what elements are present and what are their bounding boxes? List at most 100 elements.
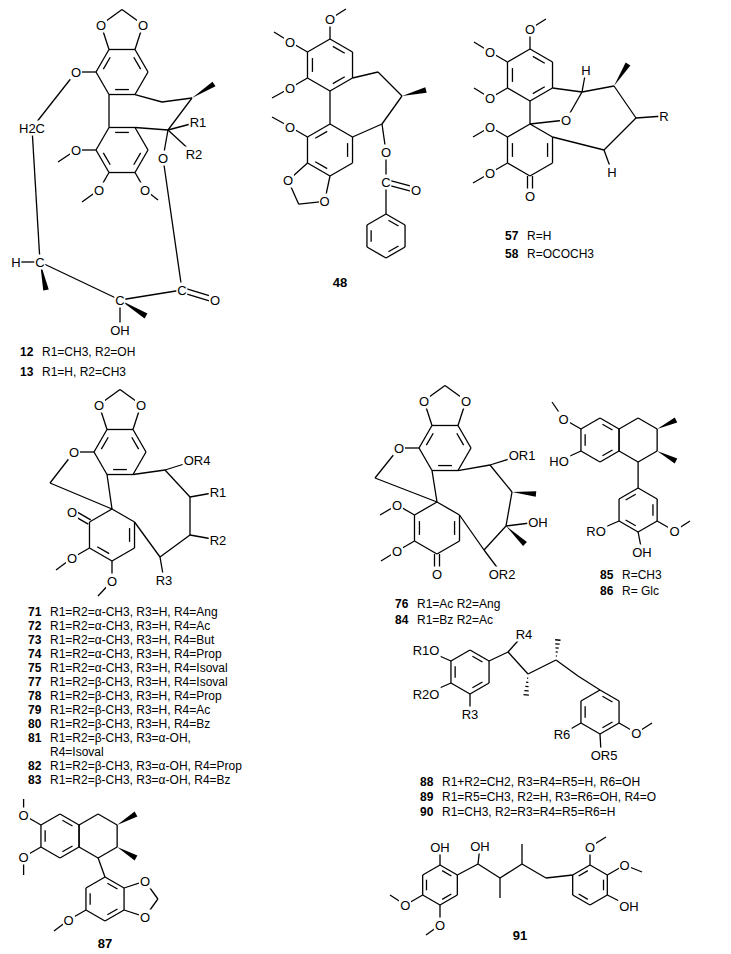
bond-line (460, 515, 484, 550)
bond-line (414, 502, 437, 515)
bond-line (386, 247, 405, 258)
bond-line (89, 893, 90, 905)
atom-label: O (584, 840, 596, 855)
bond-line (522, 864, 546, 878)
bond-line (526, 682, 528, 683)
compound-number: 71 (28, 606, 41, 618)
substituent-note: R1=R2=α-CH3, R3=H, R4=Isoval (50, 662, 228, 674)
compound-number: 78 (28, 690, 41, 702)
bond-line (458, 465, 490, 471)
compound-number: 88 (420, 776, 433, 788)
bond-line (555, 647, 558, 649)
compound-number: 72 (28, 620, 41, 632)
bond-line (107, 474, 133, 475)
atom-label: C (34, 255, 45, 270)
bond-line (507, 49, 530, 62)
compound-number: 13 (20, 366, 33, 378)
bond-line (454, 521, 455, 535)
bond-line (507, 163, 530, 176)
atom-label: O (431, 567, 443, 582)
bond-line (533, 87, 545, 94)
atom-label: O (558, 412, 570, 427)
bond-line (619, 521, 638, 532)
atom-label: OH (527, 515, 549, 530)
bond-line (652, 504, 653, 516)
substituent-note: R1=H, R2=CH3 (42, 366, 126, 378)
bond-line (638, 488, 657, 499)
bond-line (105, 910, 124, 921)
bond-line (134, 522, 135, 548)
bond-line (133, 470, 165, 475)
bond-line (94, 429, 107, 452)
atom-label: O (460, 393, 472, 408)
bond-line (454, 666, 455, 678)
bond-line (307, 137, 308, 163)
bond-line (40, 825, 41, 847)
bond-line (555, 639, 560, 641)
substituent-note: R1=R2=α-CH3, R3=H, R4=But (50, 634, 214, 646)
bond-line (366, 225, 367, 247)
substituent-note: R=CH3 (622, 569, 662, 581)
wedge-bond (192, 82, 216, 98)
bond-line (86, 877, 105, 888)
bond-line (437, 502, 460, 515)
bond-line (382, 96, 402, 124)
compound-number: 80 (28, 718, 41, 730)
atom-label: O (619, 858, 631, 873)
bond-line (50, 483, 112, 509)
wedge-bond (117, 847, 137, 860)
atom-label: O (484, 166, 496, 181)
substituent-note: R1=R2=β-CH3, R3=H, R4=Prop (50, 690, 222, 702)
bond-line (423, 865, 440, 875)
bond-line (41, 847, 60, 858)
compound-number: 48 (332, 275, 348, 290)
atom-label: R1 (189, 115, 208, 130)
bond-line (107, 909, 117, 915)
bond-line (618, 429, 619, 451)
bond-line (432, 471, 437, 502)
bond-line (62, 820, 72, 826)
bond-line (86, 910, 105, 921)
wedge-bond (402, 87, 427, 96)
atom-label: O (484, 45, 496, 60)
bond-line (484, 526, 506, 550)
substituent-note: R1=R2=β-CH3, R3=α-OH, (50, 732, 191, 744)
bond-line (352, 52, 353, 78)
bond-line (367, 214, 386, 225)
bond-line (572, 875, 573, 895)
bond-line (581, 418, 600, 429)
bond-line (521, 844, 522, 864)
atom-label: O (484, 120, 496, 135)
atom-label: O (209, 293, 221, 308)
bond-line (115, 132, 129, 133)
bond-line (135, 49, 148, 72)
bond-line (330, 163, 353, 176)
bond-line (107, 475, 112, 509)
bond-line (580, 429, 581, 451)
bond-line (112, 509, 135, 522)
bond-line (347, 143, 348, 157)
bond-line (388, 246, 398, 252)
atom-label: R6 (553, 727, 572, 742)
atom-label: O (135, 397, 147, 412)
bond-line (603, 880, 604, 891)
bond-line (113, 469, 127, 470)
atom-label: O (418, 393, 430, 408)
atom-label: O (434, 918, 446, 933)
atom-label: HO (548, 454, 570, 469)
bond-line (414, 515, 415, 541)
bond-line (556, 651, 558, 652)
atom-label: O (284, 81, 296, 96)
atom-label: R2 (185, 147, 204, 162)
bond-line (60, 814, 79, 825)
bond-line (115, 89, 129, 90)
bond-line (315, 131, 327, 138)
atom-label: O (319, 194, 331, 209)
bond-line (508, 652, 528, 674)
atom-label: R2 (209, 533, 228, 548)
bond-line (619, 488, 638, 499)
atom-label: O (410, 183, 422, 198)
atom-label: O (484, 91, 496, 106)
bond-line (626, 520, 636, 526)
